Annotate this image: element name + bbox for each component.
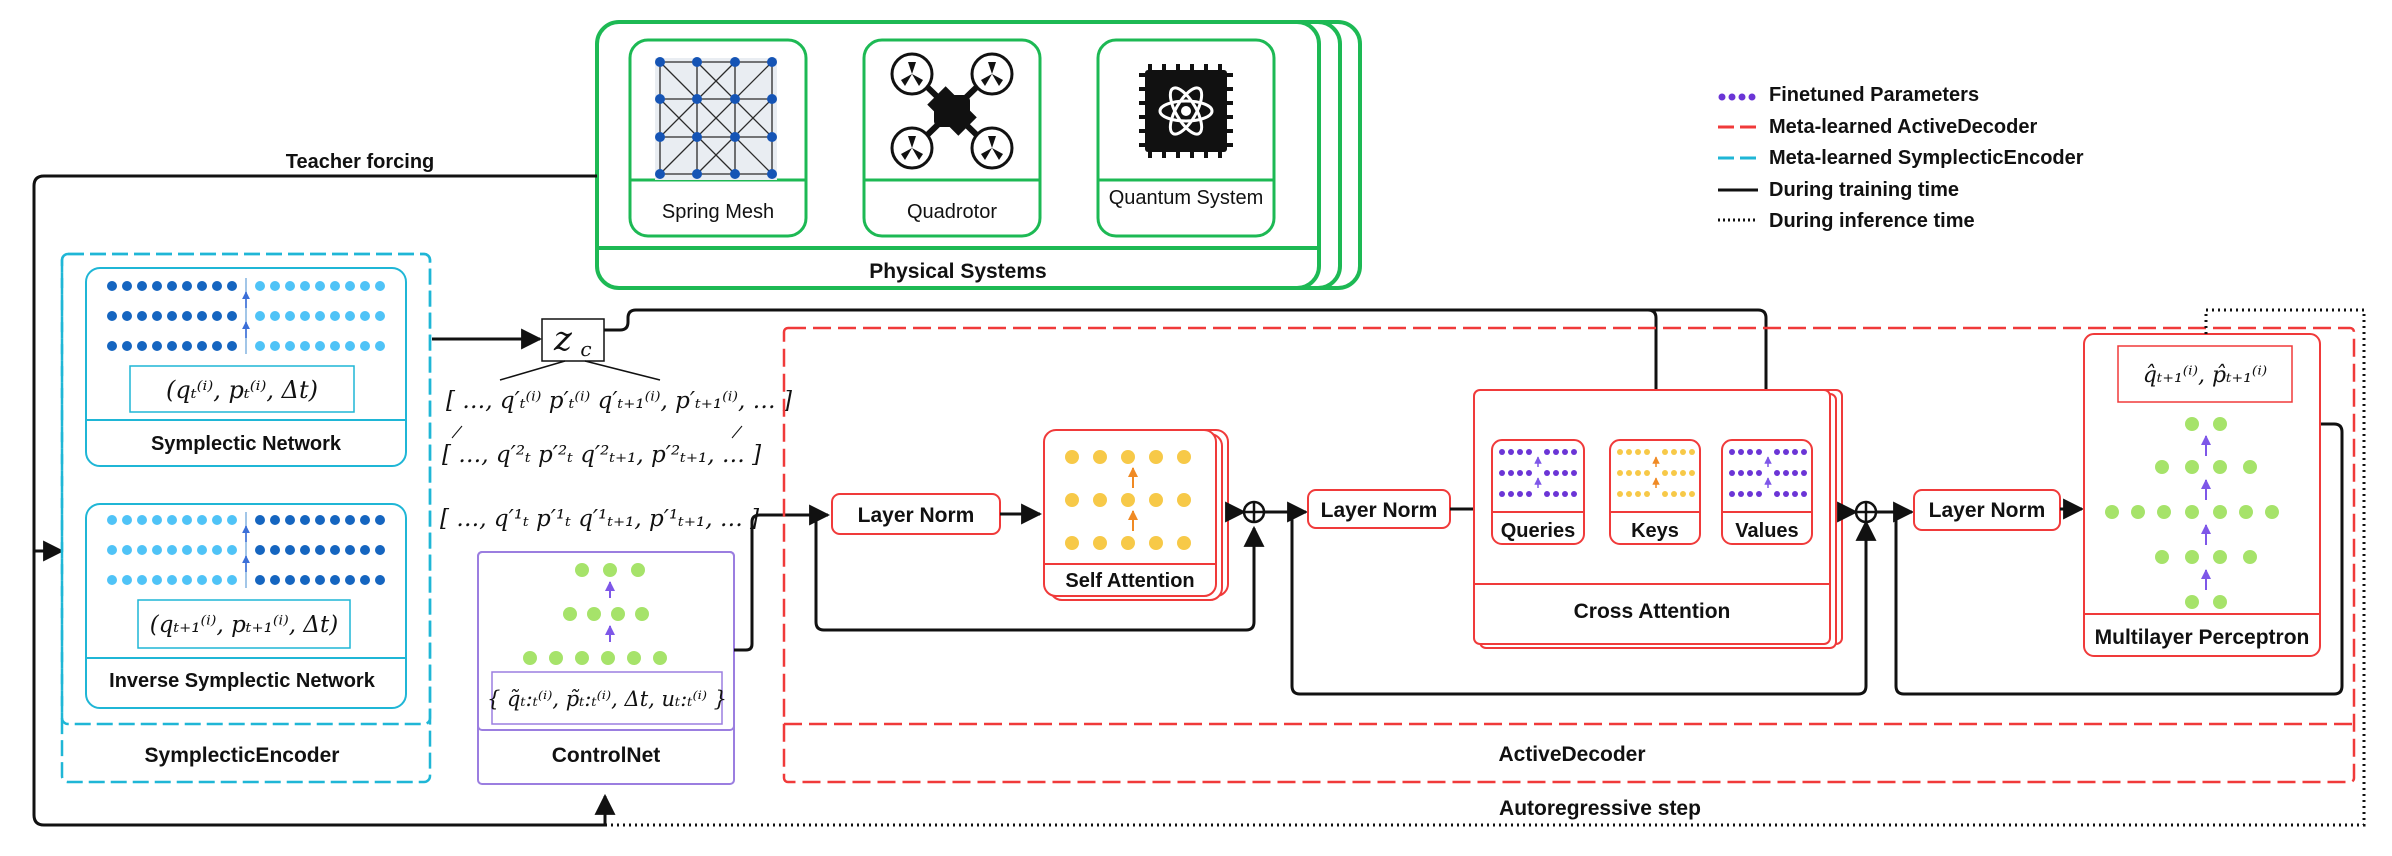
add-2-icon: [1854, 500, 1878, 524]
controlnet-layers: [523, 563, 667, 665]
multilayer-perceptron: q̂ₜ₊₁⁽ⁱ⁾, p̂ₜ₊₁⁽ⁱ⁾ Multilayer Perceptron: [2083, 333, 2321, 657]
legend-inference: During inference time: [1718, 210, 1975, 232]
symplectic-encoder: SymplecticEncoder (: [60, 252, 432, 784]
autoregressive-loop: [605, 308, 2366, 827]
queries-block: Queries: [1491, 439, 1585, 545]
mlp-layers: [2105, 417, 2279, 609]
controlnet: { q̃ₜ:ₜ⁽ⁱ⁾, p̃ₜ:ₜ⁽ⁱ⁾, Δt, uₜ:ₜ⁽ⁱ⁾ } Cont…: [477, 551, 735, 785]
legend-encoder-label: Meta-learned SymplecticEncoder: [1769, 147, 2084, 169]
teacher-forcing-label: Teacher forcing: [286, 151, 435, 173]
inverse-network-layers: [107, 512, 385, 588]
spring-mesh-label: Spring Mesh: [662, 201, 774, 223]
symplectic-encoder-title: SymplecticEncoder: [145, 744, 340, 767]
quantum-chip-icon: [1139, 64, 1233, 158]
queries-label: Queries: [1501, 520, 1575, 542]
controlnet-title: ControlNet: [552, 744, 661, 767]
add-1-icon: [1242, 500, 1266, 524]
zc-to-keys-arrow: [604, 308, 1667, 443]
keys-block: Keys: [1609, 439, 1701, 545]
active-decoder-title: ActiveDecoder: [1498, 743, 1645, 766]
zc-to-values-arrow: [1640, 308, 1777, 443]
layer-norm-2-label: Layer Norm: [1321, 499, 1438, 522]
mlp-output: q̂ₜ₊₁⁽ⁱ⁾, p̂ₜ₊₁⁽ⁱ⁾: [2143, 363, 2267, 388]
latent-seq-3: [ …, q′¹ₜ p′¹ₜ q′¹ₜ₊₁, p′¹ₜ₊₁, … ]: [440, 506, 759, 532]
residual-2-arrow: [1290, 512, 1877, 696]
mlp-title: Multilayer Perceptron: [2095, 626, 2310, 649]
legend-inference-label: During inference time: [1769, 210, 1975, 232]
quadrotor-card: Quadrotor: [862, 38, 1042, 238]
controlnet-input: { q̃ₜ:ₜ⁽ⁱ⁾, p̃ₜ:ₜ⁽ⁱ⁾, Δt, uₜ:ₜ⁽ⁱ⁾ }: [487, 687, 727, 711]
cross-attention: Cross Attention Queries: [1473, 389, 1843, 649]
quadrotor-label: Quadrotor: [907, 201, 997, 223]
inverse-network-input: (qₜ₊₁⁽ⁱ⁾, pₜ₊₁⁽ⁱ⁾, Δt): [150, 612, 338, 638]
residual-1-arrow: [814, 515, 1265, 632]
zc-subscript: c: [580, 337, 591, 361]
layer-norm-1-label: Layer Norm: [858, 504, 975, 527]
inverse-network-title: Inverse Symplectic Network: [109, 670, 376, 692]
latent-seq-2: [ …, q′²ₜ p′²ₜ q′²ₜ₊₁, p′²ₜ₊₁, … ]: [442, 442, 761, 468]
symplectic-network-layers: [107, 278, 385, 354]
legend-decoder: Meta-learned ActiveDecoder: [1718, 116, 2037, 138]
legend-decoder-label: Meta-learned ActiveDecoder: [1769, 116, 2037, 138]
physical-systems-title: Physical Systems: [869, 260, 1046, 283]
zc-symbol: z: [553, 319, 573, 359]
legend-finetuned-label: Finetuned Parameters: [1769, 84, 1979, 106]
quantum-card: Quantum System: [1096, 38, 1276, 238]
symplectic-network-title: Symplectic Network: [151, 433, 342, 455]
values-block: Values: [1721, 439, 1813, 545]
layer-norm-3-label: Layer Norm: [1929, 499, 2046, 522]
self-attention: Self Attention: [1043, 429, 1229, 601]
zc-box: z c: [541, 318, 605, 362]
physical-systems-panel: Physical Systems: [595, 20, 1362, 290]
keys-label: Keys: [1631, 520, 1679, 542]
teacher-forcing-arrow: [32, 174, 616, 827]
cross-attention-title: Cross Attention: [1574, 600, 1731, 623]
residual-3-arrow: [1894, 413, 2344, 696]
legend-encoder: Meta-learned SymplecticEncoder: [1718, 147, 2084, 169]
symplectic-network-input: (qₜ⁽ⁱ⁾, pₜ⁽ⁱ⁾, Δt): [166, 376, 318, 404]
spring-mesh-card: Spring Mesh: [628, 38, 808, 238]
legend-training-label: During training time: [1769, 179, 1959, 201]
inverse-symplectic-network: (qₜ₊₁⁽ⁱ⁾, pₜ₊₁⁽ⁱ⁾, Δt) Inverse Symplecti…: [85, 503, 407, 709]
quantum-label: Quantum System: [1109, 187, 1264, 209]
legend-training: During training time: [1718, 179, 1959, 201]
active-decoder: ActiveDecoder Layer Norm Self Attention: [782, 326, 2356, 784]
spring-mesh-icon: [655, 57, 777, 180]
autoregressive-step-label: Autoregressive step: [1499, 797, 1701, 820]
latent-sequences: [ …, q′ₜ⁽ⁱ⁾ p′ₜ⁽ⁱ⁾ q′ₜ₊₁⁽ⁱ⁾, p′ₜ₊₁⁽ⁱ⁾, ……: [440, 388, 792, 532]
symplectic-network: (qₜ⁽ⁱ⁾, pₜ⁽ⁱ⁾, Δt) Symplectic Network: [85, 267, 407, 467]
values-label: Values: [1735, 520, 1798, 542]
legend-finetuned: Finetuned Parameters: [1718, 84, 1979, 106]
latent-seq-1: [ …, q′ₜ⁽ⁱ⁾ p′ₜ⁽ⁱ⁾ q′ₜ₊₁⁽ⁱ⁾, p′ₜ₊₁⁽ⁱ⁾, ……: [446, 388, 792, 414]
legend: Finetuned Parameters Meta-learned Active…: [1718, 84, 2084, 232]
quadrotor-icon: [890, 52, 1014, 170]
self-attention-title: Self Attention: [1065, 570, 1194, 592]
controlnet-to-decoder-arrow: [734, 504, 831, 652]
